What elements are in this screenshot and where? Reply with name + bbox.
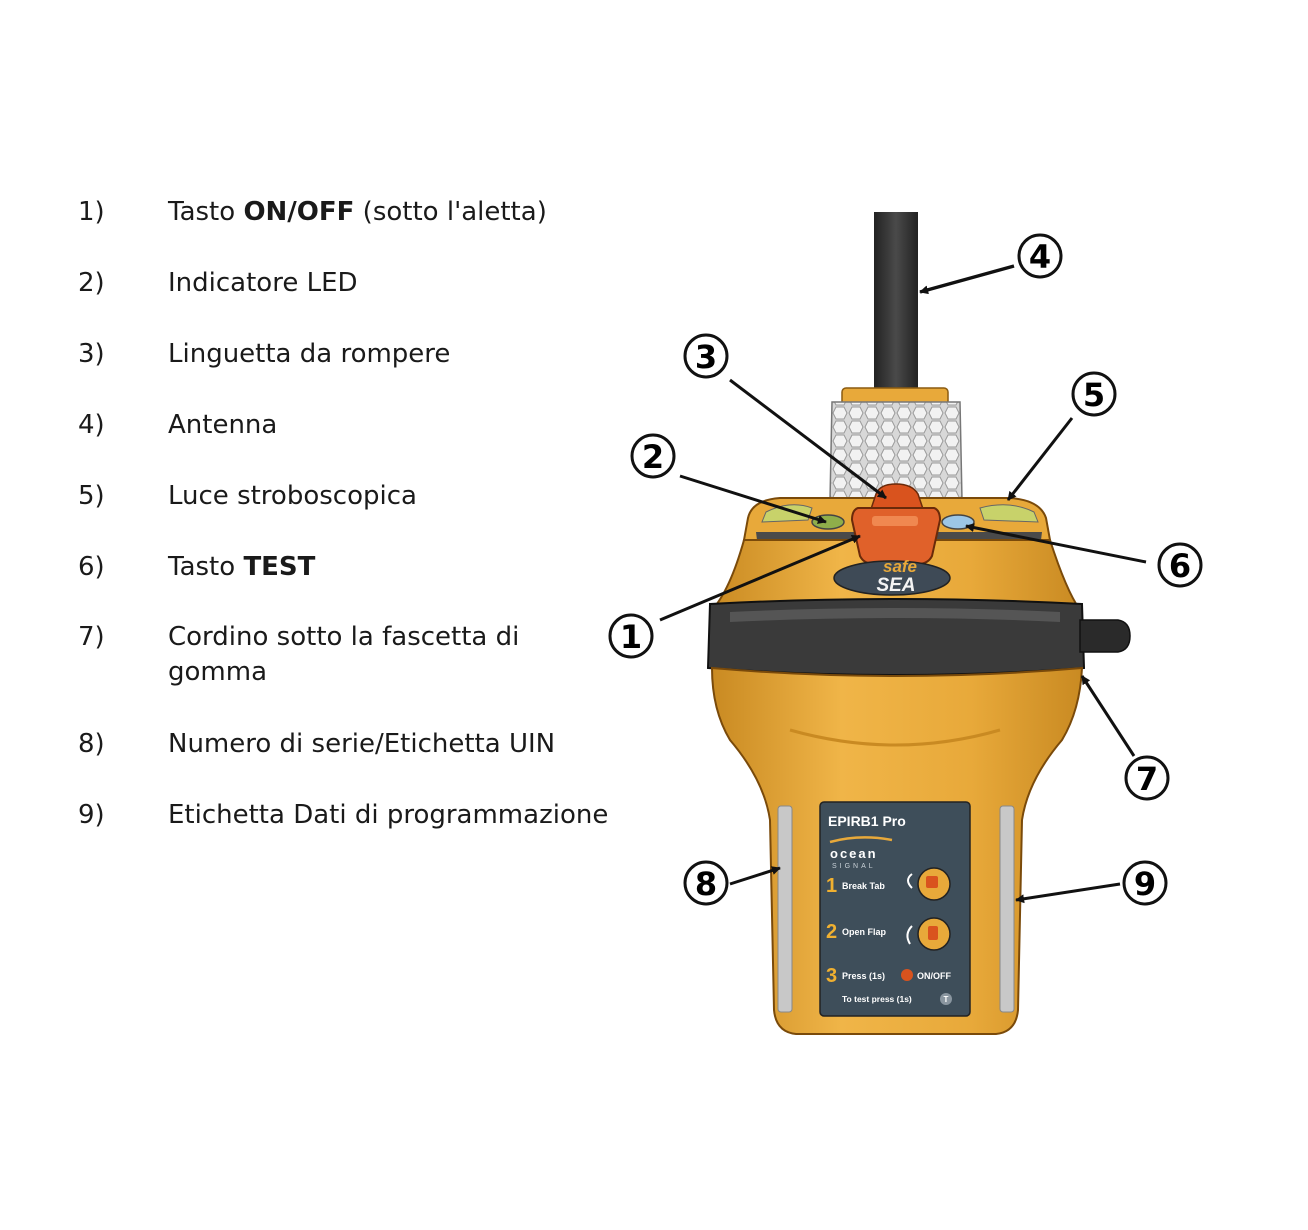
callout-5-number: 5 <box>1083 376 1105 414</box>
legend: 1) Tasto ON/OFF (sotto l'aletta) 2) Indi… <box>0 0 640 900</box>
logo-signal: SIGNAL <box>832 863 876 870</box>
legend-text: Numero di serie/Etichetta UIN <box>168 729 556 759</box>
callout-5: 5 <box>1071 371 1117 417</box>
legend-text: Antenna <box>168 410 278 440</box>
callout-2-arrow <box>679 474 827 524</box>
step-1-number: 1 <box>826 875 837 897</box>
callout-9: 9 <box>1122 860 1168 906</box>
legend-number: 9) <box>78 800 105 830</box>
legend-number: 3) <box>78 339 105 369</box>
brand-bottom: SEA <box>876 575 915 596</box>
callout-3-arrow <box>729 378 887 500</box>
flap-highlight <box>872 516 918 526</box>
callout-8: 8 <box>683 860 729 906</box>
legend-number: 7) <box>78 622 105 652</box>
strobe-pad-right <box>979 504 1039 523</box>
legend-text: Etichetta Dati di programmazione <box>168 800 609 830</box>
callout-3-number: 3 <box>695 338 717 376</box>
band-highlight <box>730 608 1060 622</box>
legend-number: 8) <box>78 729 105 759</box>
callout-1-number: 1 <box>620 618 642 656</box>
logo-ocean: ocean <box>830 846 878 861</box>
legend-text-bold: TEST <box>243 552 316 582</box>
callout-7: 7 <box>1124 755 1170 801</box>
legend-text: Luce stroboscopica <box>168 481 417 511</box>
callout-7-number: 7 <box>1136 760 1158 798</box>
model-name: EPIRB1 Pro <box>828 813 906 829</box>
power-icon <box>901 969 913 981</box>
callout-6: 6 <box>1157 542 1203 588</box>
callout-5-arrow <box>1006 417 1074 501</box>
lanyard-knob <box>1079 619 1131 653</box>
callout-1-arrow <box>659 534 861 622</box>
legend-text-part: Tasto <box>168 197 244 227</box>
logo-swoosh <box>829 836 893 844</box>
callout-3: 3 <box>683 333 729 379</box>
callout-7-arrow <box>1080 675 1136 757</box>
legend-text-bold: ON/OFF <box>243 197 355 227</box>
antenna <box>874 212 918 412</box>
callout-2-number: 2 <box>642 438 664 476</box>
legend-text: Cordino sotto la fascetta di gomma <box>168 622 520 687</box>
programming-data-label <box>999 805 1015 1013</box>
legend-number: 2) <box>78 268 105 298</box>
legend-text-part: (sotto l'aletta) <box>354 197 547 227</box>
rotate-arrow-icon <box>907 873 913 889</box>
callout-8-number: 8 <box>695 865 717 903</box>
legend-text: Indicatore LED <box>168 268 358 298</box>
callout-4-number: 4 <box>1029 238 1051 276</box>
instruction-label <box>819 801 971 1017</box>
callout-1: 1 <box>608 613 654 659</box>
step-2-text: Open Flap <box>842 927 887 937</box>
legend-text: Linguetta da rompere <box>168 339 451 369</box>
open-flap-icon-flap <box>928 926 938 940</box>
body-contour <box>789 728 1001 747</box>
legend-text-part: Tasto <box>168 552 244 582</box>
legend-text: Tasto ON/OFF (sotto l'aletta) <box>168 195 608 230</box>
test-icon-letter: T <box>944 995 949 1004</box>
legend-text: Tasto TEST <box>168 550 608 585</box>
legend-number: 5) <box>78 481 105 511</box>
callout-4: 4 <box>1017 233 1063 279</box>
legend-number: 4) <box>78 410 105 440</box>
led-indicator <box>811 514 845 530</box>
callout-6-arrow <box>965 523 1147 564</box>
callout-8-arrow <box>729 866 781 886</box>
serial-uin-label <box>777 805 793 1013</box>
step-1-text: Break Tab <box>842 881 885 891</box>
step-3-text: Press (1s) <box>842 971 885 981</box>
step-2-number: 2 <box>826 921 837 943</box>
callout-6-number: 6 <box>1169 547 1191 585</box>
safesea-badge <box>833 560 951 596</box>
step-3-button: ON/OFF <box>917 971 951 981</box>
callout-4-arrow <box>919 264 1015 295</box>
brand-top: safe <box>883 557 917 576</box>
test-instruction: To test press (1s) <box>842 994 912 1004</box>
legend-number: 1) <box>78 197 105 227</box>
callout-9-arrow <box>1015 882 1121 904</box>
callout-2: 2 <box>630 433 676 479</box>
break-tab-icon-tab <box>926 876 938 888</box>
callout-9-number: 9 <box>1134 865 1156 903</box>
legend-number: 6) <box>78 552 105 582</box>
test-icon <box>940 993 952 1005</box>
step-3-number: 3 <box>826 965 837 987</box>
lift-arrow-icon <box>906 925 913 945</box>
